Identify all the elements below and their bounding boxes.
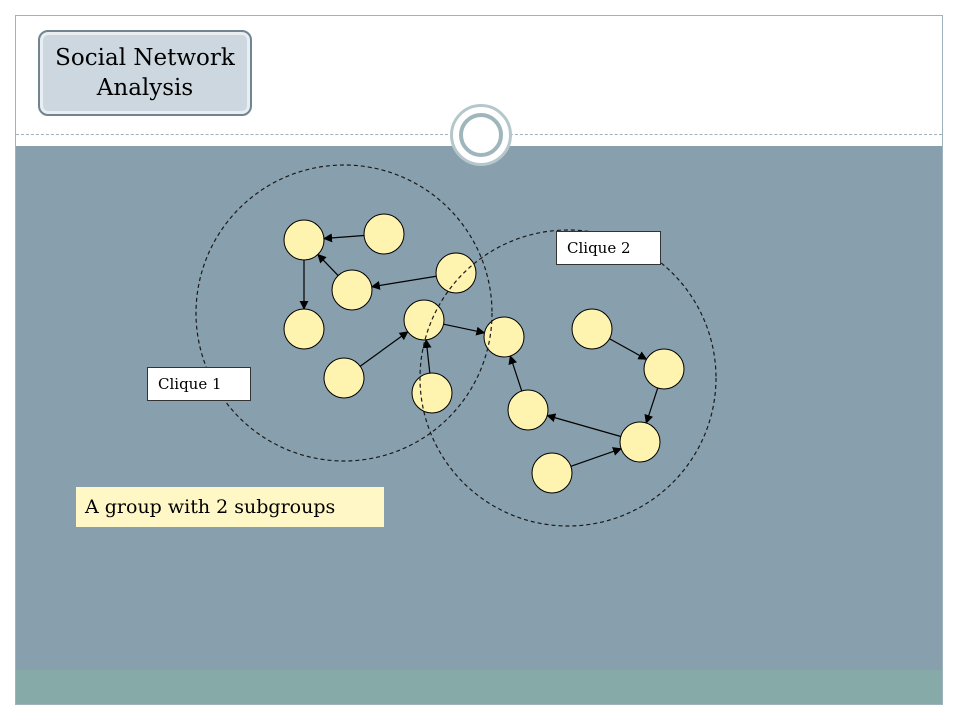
- node-n13: [619, 421, 661, 463]
- edge-n12-n9: [508, 355, 523, 392]
- clique-1-boundary: [195, 164, 493, 462]
- edge-n3-n1: [317, 253, 339, 276]
- node-n4: [435, 252, 477, 294]
- edge-n10-n11: [609, 338, 648, 360]
- clique-2-boundary: [419, 229, 717, 527]
- edge-layer: [299, 233, 659, 467]
- node-n6: [323, 357, 365, 399]
- node-n14: [531, 452, 573, 494]
- clique-layer: [195, 164, 717, 527]
- edge-n13-n12: [546, 413, 621, 438]
- node-n2: [363, 213, 405, 255]
- node-n10: [571, 308, 613, 350]
- node-n12: [507, 389, 549, 431]
- slide-title: Social Network Analysis: [55, 45, 235, 101]
- node-layer: [283, 213, 685, 494]
- node-n7: [403, 299, 445, 341]
- node-n3: [331, 269, 373, 311]
- edge-n2-n1: [323, 233, 365, 243]
- clique-1-label: Clique 1: [147, 367, 251, 401]
- circle-ornament-icon: [450, 104, 512, 166]
- clique-2-label: Clique 2: [556, 231, 661, 265]
- content-panel: [16, 146, 942, 670]
- node-n1: [283, 219, 325, 261]
- title-box: Social Network Analysis: [38, 30, 252, 116]
- edge-n4-n3: [370, 275, 437, 290]
- edge-n8-n7: [422, 338, 432, 374]
- edge-n14-n13: [570, 447, 622, 467]
- edge-n11-n13: [644, 387, 659, 424]
- edge-n7-n9: [443, 323, 486, 336]
- circle-ornament-inner: [459, 113, 503, 157]
- node-n11: [643, 348, 685, 390]
- footer-band: [16, 670, 942, 704]
- edge-n6-n7: [359, 331, 409, 367]
- node-n9: [483, 316, 525, 358]
- caption-box: A group with 2 subgroups: [76, 487, 384, 527]
- node-n8: [411, 372, 453, 414]
- node-n5: [283, 308, 325, 350]
